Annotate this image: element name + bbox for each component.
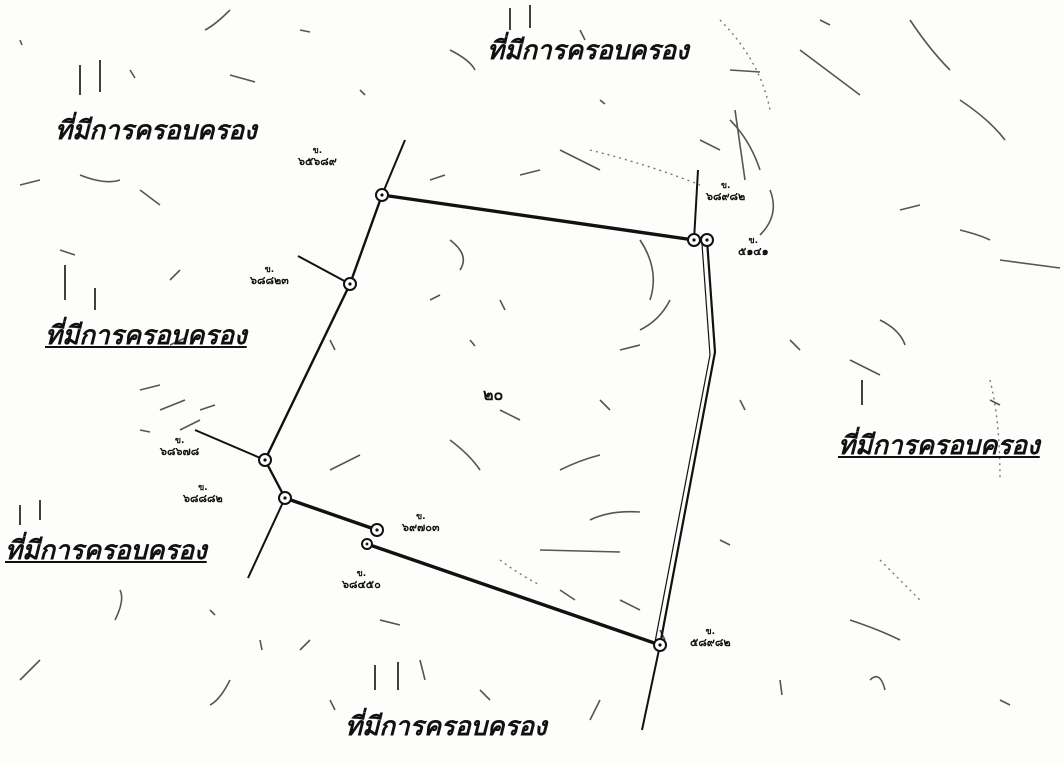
survey-point-label: ข.๖๕๖๘๙ xyxy=(298,146,337,168)
dotted-marks xyxy=(499,19,1001,601)
label-tick-marks xyxy=(19,5,863,690)
survey-point-label: ข.๖๙๗๐๓ xyxy=(402,512,440,534)
parcel-area-label: ๒๐ xyxy=(483,385,504,404)
adjacent-owner-label-upper-left: ที่มีการครอบครอง xyxy=(55,116,257,146)
survey-point-label: ข.๖๘๔๕๐ xyxy=(342,569,381,591)
survey-markers xyxy=(258,188,714,652)
survey-point-label: ข.๖๘๘๒๓ xyxy=(250,265,289,287)
adjacent-owner-label-left: ที่มีการครอบครอง xyxy=(45,321,247,351)
parcel-boundary xyxy=(263,193,717,647)
survey-point-label: ข.๕๘๙๘๒ xyxy=(690,627,731,649)
survey-point-label: ข.๕๑๔๑ xyxy=(738,236,769,258)
extension-lines xyxy=(194,139,699,731)
adjacent-owner-label-bottom: ที่มีการครอบครอง xyxy=(345,712,547,742)
background-sketch-marks xyxy=(19,9,1061,721)
survey-marker-centers xyxy=(263,193,709,647)
adjacent-owner-label-right: ที่มีการครอบครอง xyxy=(838,431,1040,461)
adjacent-owner-label-lower-left: ที่มีการครอบครอง xyxy=(5,536,207,566)
survey-point-label: ข.๖๘๙๘๒ xyxy=(706,181,746,203)
survey-point-label: ข.๖๘๘๘๒ xyxy=(183,483,223,505)
adjacent-owner-label-top: ที่มีการครอบครอง xyxy=(487,36,689,66)
survey-point-label: ข.๖๘๖๗๘ xyxy=(160,436,200,458)
